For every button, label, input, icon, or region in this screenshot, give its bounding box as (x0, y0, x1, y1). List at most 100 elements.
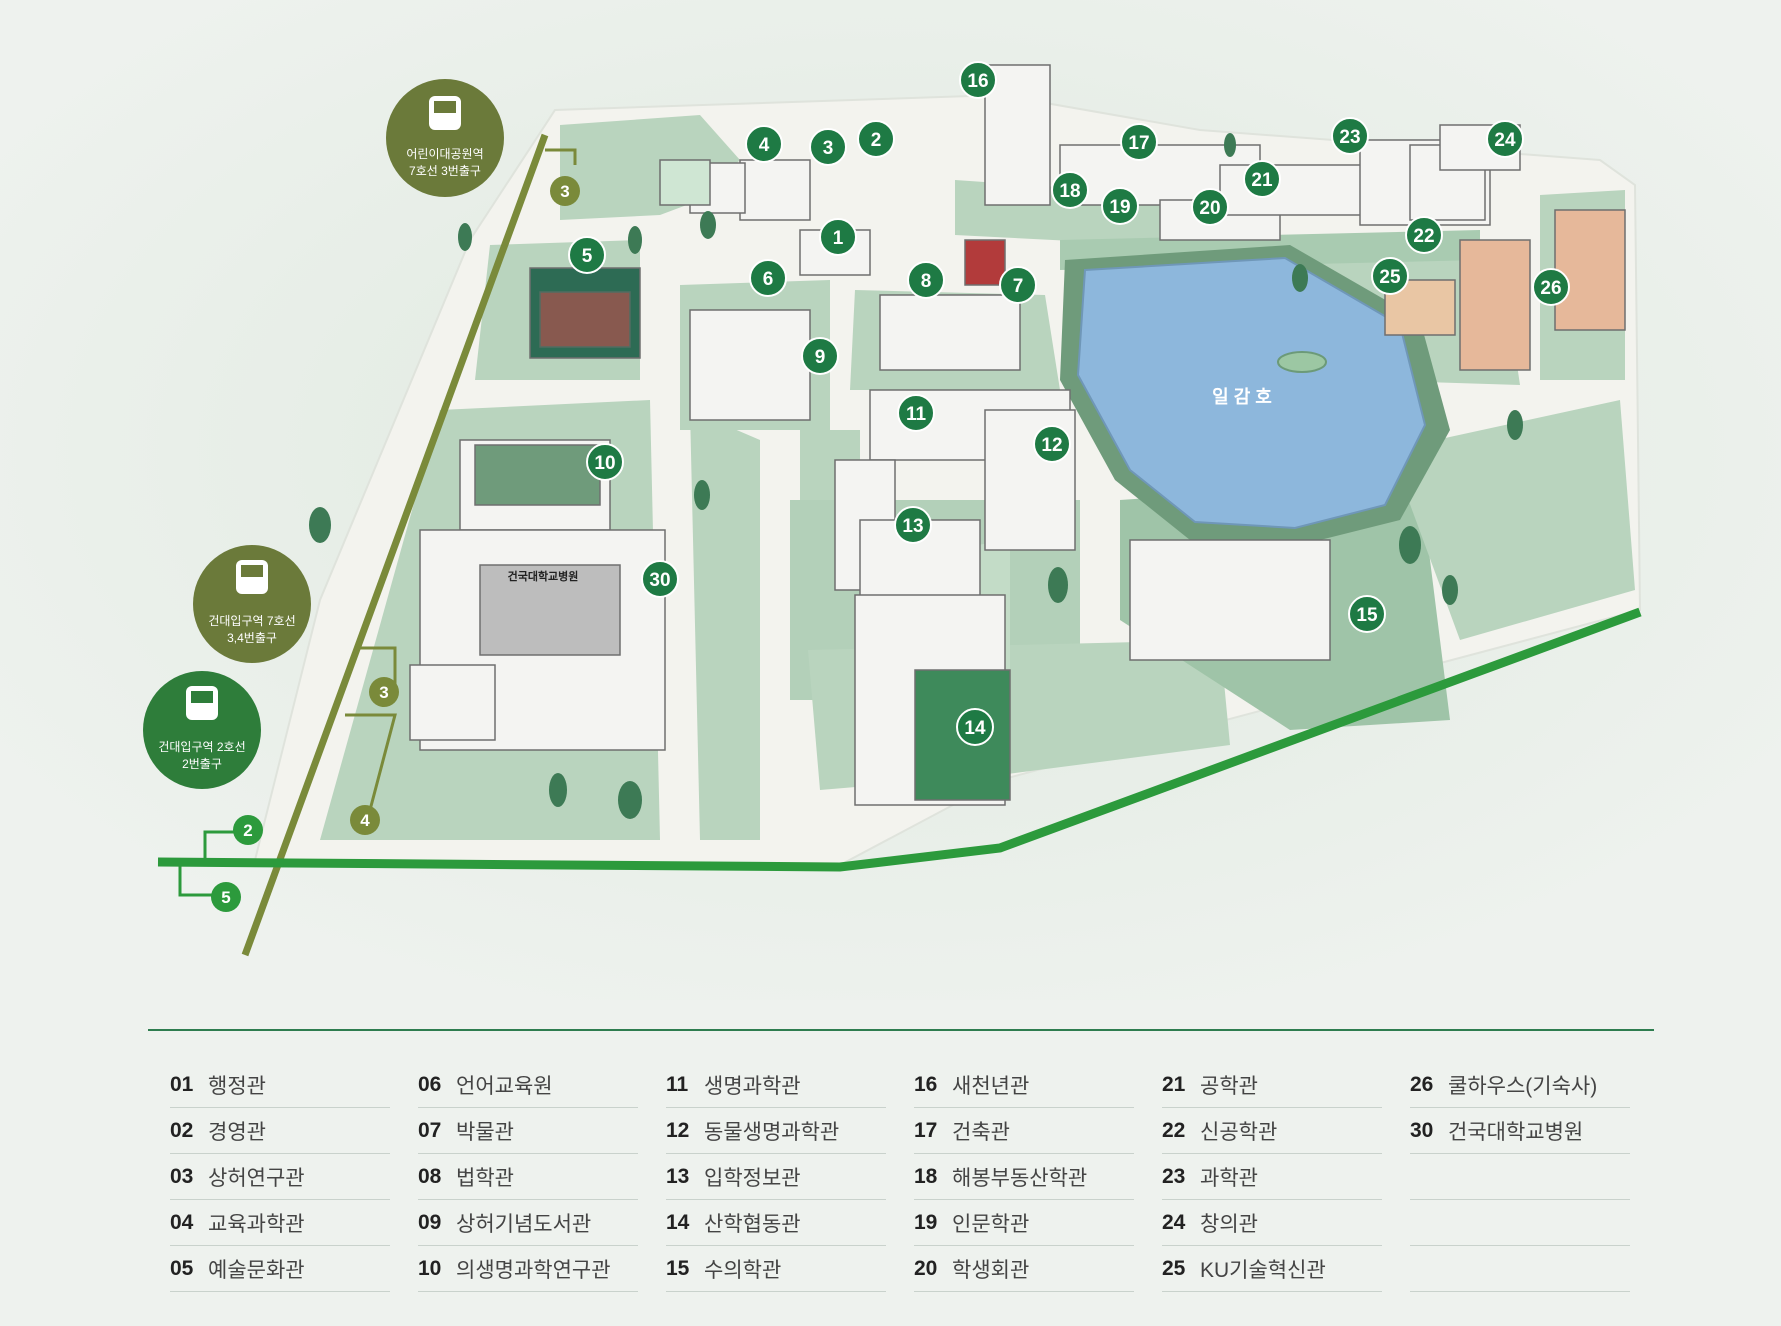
building-pin-13[interactable]: 13 (894, 506, 932, 544)
building-pin-18[interactable]: 18 (1051, 171, 1089, 209)
exit-marker[interactable]: 2 (233, 815, 263, 845)
svg-text:4: 4 (360, 811, 370, 830)
svg-text:3: 3 (379, 683, 388, 702)
building-pin-15[interactable]: 15 (1348, 595, 1386, 633)
building-pin-23[interactable]: 23 (1331, 117, 1369, 155)
building-pin-10[interactable]: 10 (586, 443, 624, 481)
building-pin-19[interactable]: 19 (1101, 187, 1139, 225)
building-pin-26[interactable]: 26 (1532, 268, 1570, 306)
legend-number: 15 (666, 1256, 690, 1280)
campus-map[interactable]: 일 감 호 (0, 0, 1781, 1000)
pin-circle (999, 266, 1037, 304)
pin-label: 24 (1494, 130, 1516, 151)
legend-item[interactable]: 16 새천년관 (914, 1062, 1134, 1108)
legend-item[interactable]: 14 산학협동관 (666, 1200, 886, 1246)
pin-label: 11 (906, 404, 927, 425)
pin-circle (1033, 425, 1071, 463)
pin-label: 14 (964, 718, 986, 739)
line2-track (157, 607, 1642, 872)
legend-building-name: 박물관 (456, 1120, 514, 1144)
pin-circle (1191, 188, 1229, 226)
legend-number: 17 (914, 1118, 938, 1142)
building-pin-16[interactable]: 16 (959, 61, 997, 99)
station-line2: 2번출구 (182, 757, 222, 771)
exit-marker[interactable]: 5 (211, 882, 241, 912)
exit-marker[interactable]: 3 (369, 677, 399, 707)
legend-number: 16 (914, 1072, 938, 1096)
legend-building-name: 인문학관 (952, 1212, 1030, 1236)
building-pin-5[interactable]: 5 (568, 236, 606, 274)
building-pin-14[interactable]: 14 (956, 708, 994, 746)
building-pin-22[interactable]: 22 (1405, 216, 1443, 254)
legend-building-name: 신공학관 (1200, 1120, 1278, 1144)
greenhouse (659, 159, 711, 206)
legend-building-name: 새천년관 (952, 1074, 1030, 1098)
station-children-grand-park[interactable]: 어린이대공원역 7호선 3번출구 (386, 79, 504, 197)
building-pin-1[interactable]: 1 (819, 218, 857, 256)
svg-text:3: 3 (560, 182, 569, 201)
legend-building-name: 학생회관 (952, 1258, 1030, 1282)
building-pin-2[interactable]: 2 (857, 120, 895, 158)
building-pin-21[interactable]: 21 (1243, 160, 1281, 198)
building-pin-7[interactable]: 7 (999, 266, 1037, 304)
legend-building-name: 건국대학교병원 (1448, 1120, 1584, 1144)
building-pin-4[interactable]: 4 (745, 125, 783, 163)
building-pin-12[interactable]: 12 (1033, 425, 1071, 463)
lake-label: 일 감 호 (1212, 387, 1272, 407)
building-pin-9[interactable]: 9 (801, 337, 839, 375)
exit-marker[interactable]: 3 (550, 176, 580, 206)
building-pin-3[interactable]: 3 (809, 128, 847, 166)
legend-building-name: 교육과학관 (208, 1212, 305, 1236)
building-7 (964, 239, 1006, 286)
station-konkuk-line7[interactable]: 건대입구역 7호선 3,4번출구 (193, 545, 311, 663)
building-pin-30[interactable]: 30 (641, 560, 679, 598)
building-pin-20[interactable]: 20 (1191, 188, 1229, 226)
building-pin-25[interactable]: 25 (1371, 257, 1409, 295)
legend-number: 24 (1162, 1210, 1186, 1234)
legend-number: 05 (170, 1256, 194, 1280)
building-pin-17[interactable]: 17 (1120, 123, 1158, 161)
building-pin-6[interactable]: 6 (749, 259, 787, 297)
pin-label: 5 (582, 246, 593, 267)
building-pin-8[interactable]: 8 (907, 261, 945, 299)
legend-number: 11 (666, 1072, 689, 1096)
building-26-b (1554, 209, 1626, 331)
building-pin-24[interactable]: 24 (1486, 120, 1524, 158)
station-line2: 3,4번출구 (227, 631, 277, 645)
legend-building-name: 산학협동관 (704, 1212, 801, 1236)
pin-label: 30 (649, 570, 670, 591)
building-pin-11[interactable]: 11 (897, 394, 935, 432)
exit-marker[interactable]: 4 (350, 805, 380, 835)
legend-number: 14 (666, 1210, 690, 1234)
station-konkuk-line2[interactable]: 건대입구역 2호선 2번출구 (143, 671, 261, 789)
